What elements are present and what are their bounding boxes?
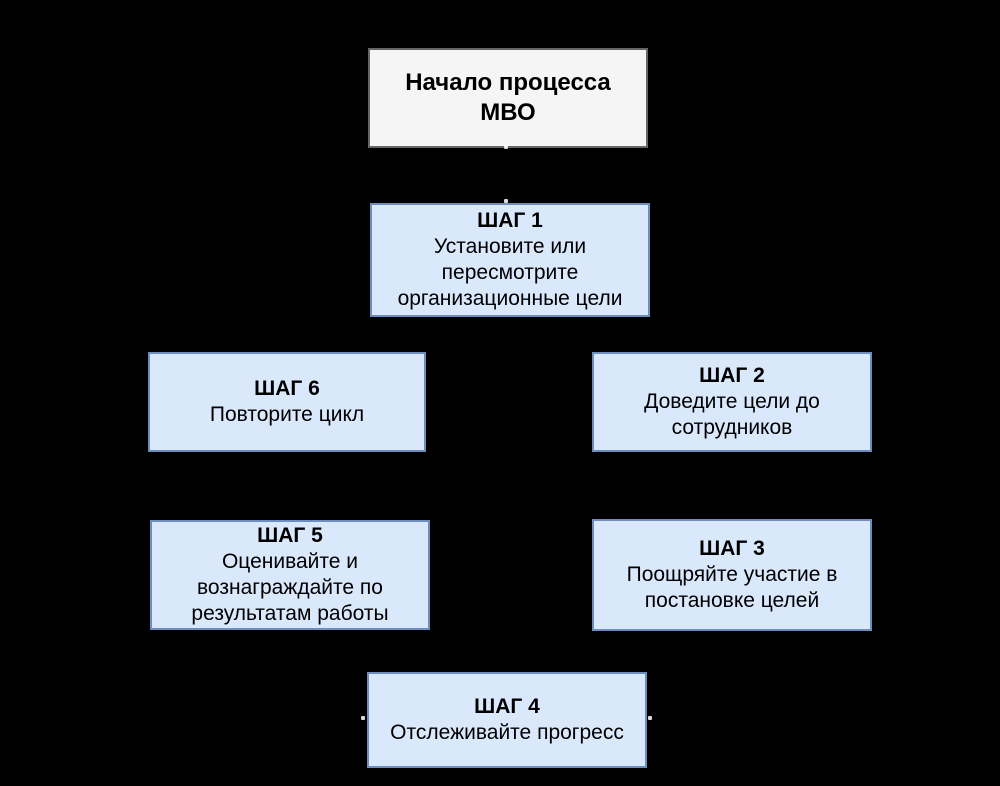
start-node: Начало процесса МВО: [368, 48, 648, 148]
connector-remnant-dot: [361, 716, 365, 720]
step-5-node: ШАГ 5 Оценивайте и вознаграждайте по рез…: [150, 520, 430, 630]
step-1-node: ШАГ 1 Установите или пересмотрите органи…: [370, 203, 650, 317]
step-6-label: ШАГ 6: [254, 377, 320, 400]
step-4-label: ШАГ 4: [474, 695, 540, 718]
connector-remnant-dot: [504, 199, 508, 203]
step-3-node: ШАГ 3 Поощряйте участие в постановке цел…: [592, 519, 872, 631]
step-6-description: Повторите цикл: [209, 403, 365, 426]
step-2-label: ШАГ 2: [699, 364, 765, 387]
step-3-label: ШАГ 3: [699, 537, 765, 560]
step-4-description: Отслеживайте прогресс: [390, 721, 624, 744]
step-5-description: Оценивайте и вознаграждайте по результат…: [191, 550, 389, 625]
step-5-label: ШАГ 5: [257, 524, 323, 547]
step-2-node: ШАГ 2 Доведите цели до сотрудников: [592, 352, 872, 452]
connector-remnant-dot: [648, 716, 652, 720]
step-2-description: Доведите цели до сотрудников: [644, 390, 820, 439]
step-1-label: ШАГ 1: [477, 209, 543, 232]
step-4-node: ШАГ 4 Отслеживайте прогресс: [367, 672, 647, 768]
step-3-description: Поощряйте участие в постановке целей: [626, 563, 838, 612]
step-6-node: ШАГ 6 Повторите цикл: [148, 352, 426, 452]
connector-remnant-dot: [504, 145, 508, 149]
start-node-title: Начало процесса МВО: [405, 69, 611, 126]
step-1-description: Установите или пересмотрите организацион…: [397, 235, 623, 310]
